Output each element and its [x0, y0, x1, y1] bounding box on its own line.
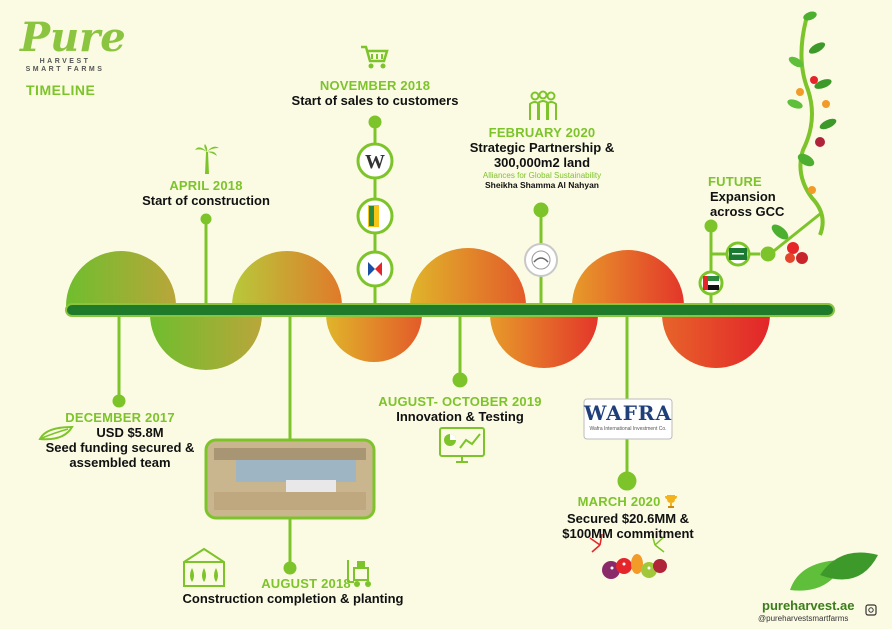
wafra-logo: WAFRA Wafra International Investment Co. [584, 401, 672, 433]
svg-text:W: W [365, 151, 385, 173]
event-text-1: Expansion [710, 189, 776, 204]
event-date: DECEMBER 2017 [65, 410, 175, 425]
people-icon [526, 90, 560, 127]
footer-instagram-handle[interactable]: @pureharvestsmartfarms [758, 614, 849, 623]
footer-website[interactable]: pureharvest.ae [762, 598, 855, 613]
event-text-1: USD $5.8M [96, 425, 164, 440]
vegetables-icon [602, 554, 667, 579]
event-text-2: 300,000m2 land [493, 155, 591, 170]
saudi-flag-icon [725, 241, 751, 267]
lower-semicircles [150, 314, 770, 370]
event-text: Innovation & Testing [396, 409, 524, 424]
partner-seal [524, 243, 558, 277]
uae-flag-icon [698, 270, 724, 296]
event-text: Start of construction [142, 193, 270, 208]
logo-sub-2: SMART FARMS [25, 66, 105, 73]
event-apr2018: APRIL 2018 Start of construction [126, 178, 286, 208]
event-date: APRIL 2018 [169, 178, 243, 193]
event-aug2018: AUGUST 2018 Construction completion & pl… [168, 576, 418, 606]
event-mar2020: MARCH 2020 Secured $20.6MM & $100MM comm… [548, 494, 708, 541]
logo-word: Pure [20, 14, 126, 61]
event-text-2: $100MM commitment [562, 526, 694, 541]
greenhouse-icon [180, 546, 228, 593]
event-text-2: Seed funding secured & [45, 440, 195, 455]
event-date: AUGUST 2018 [261, 576, 351, 591]
event-date: NOVEMBER 2018 [319, 78, 431, 93]
event-text-3: assembled team [69, 455, 171, 470]
timeline-label: TIMELINE [26, 82, 96, 98]
event-text: Construction completion & planting [182, 591, 404, 606]
event-nov2018: NOVEMBER 2018 Start of sales to customer… [275, 78, 475, 108]
event-date: FEBRUARY 2020 [488, 125, 596, 140]
wafra-subtitle: Wafra International Investment Co. [589, 426, 667, 432]
forklift-icon [344, 558, 378, 593]
palm-tree-icon [195, 144, 219, 179]
event-feb2020: FEBRUARY 2020 Strategic Partnership & 30… [448, 125, 636, 190]
leaf-icon [38, 425, 74, 448]
monitor-chart-icon [438, 426, 486, 469]
fireworks [589, 533, 666, 553]
event-text-1: Strategic Partnership & [469, 140, 615, 155]
tomato-vine [771, 11, 837, 264]
wafra-logo-box [583, 398, 673, 440]
wafra-wordmark: WAFRA [584, 401, 673, 425]
event-dec2017: DECEMBER 2017 USD $5.8M Seed funding sec… [30, 410, 210, 470]
event-future: FUTURE Expansion across GCC [708, 174, 808, 219]
construction-photo [204, 438, 376, 520]
footer-leaf-logo [790, 552, 878, 591]
event-text: Start of sales to customers [291, 93, 459, 108]
instagram-icon [865, 604, 877, 616]
brand-logo: Pure HARVEST SMART FARMS [20, 14, 126, 74]
logo-sub-1: HARVEST [39, 58, 91, 65]
event-date: MARCH 2020 [548, 494, 708, 511]
retail-partner-logos: W [356, 142, 394, 288]
event-date: FUTURE [708, 174, 762, 189]
cart-icon [359, 44, 389, 75]
event-aug2019: AUGUST- OCTOBER 2019 Innovation & Testin… [372, 394, 548, 424]
event-date-text: MARCH 2020 [577, 494, 661, 509]
event-text-2: across GCC [710, 204, 785, 219]
event-date: AUGUST- OCTOBER 2019 [378, 394, 542, 409]
event-text-1: Secured $20.6MM & [566, 511, 690, 526]
event-subtext-2: Sheikha Shamma Al Nahyan [484, 180, 599, 190]
upper-semicircles [66, 248, 684, 306]
trophy-icon [664, 494, 678, 511]
event-subtext-1: Alliances for Global Sustainability [482, 171, 602, 180]
